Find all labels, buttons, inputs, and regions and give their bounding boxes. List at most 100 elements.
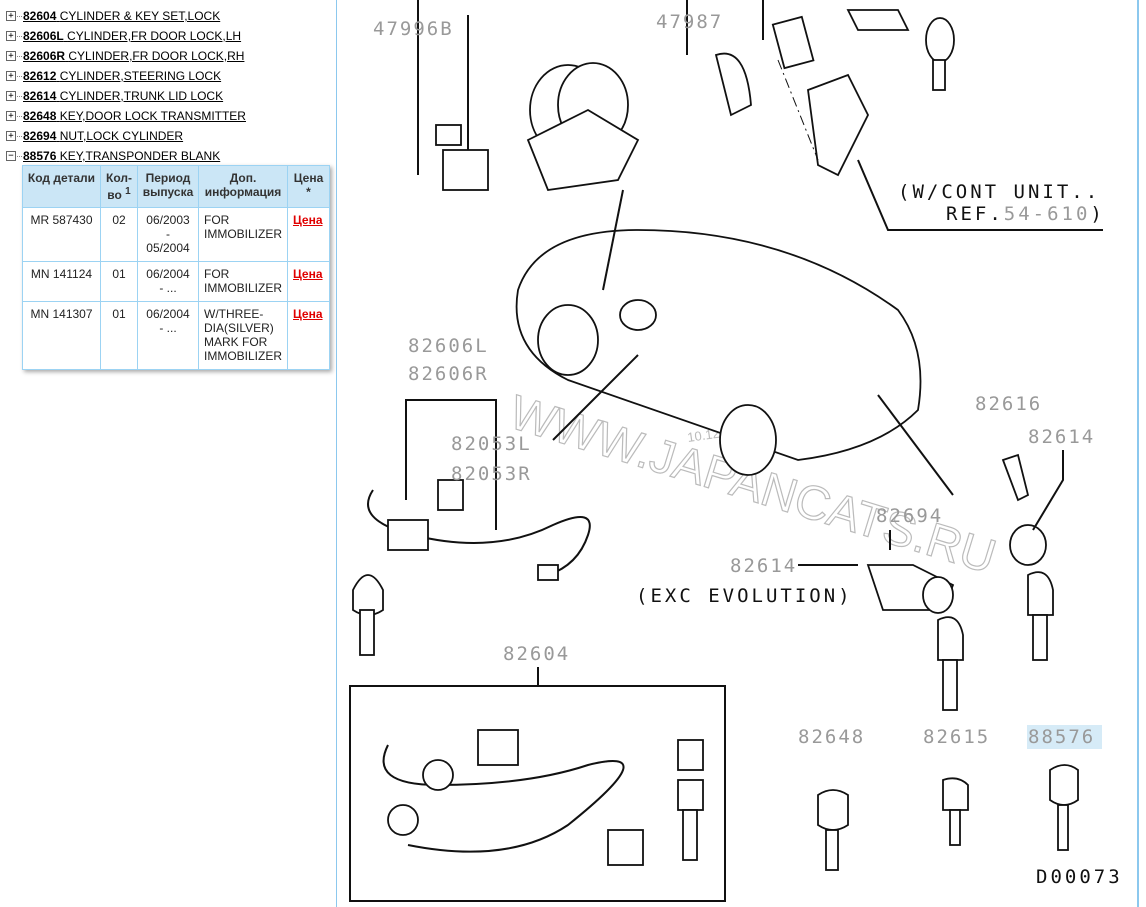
col-price: Цена* bbox=[287, 165, 330, 208]
part-name: CYLINDER,TRUNK LID LOCK bbox=[59, 89, 224, 103]
diagram-code: D00073 bbox=[1036, 866, 1123, 888]
label-82615[interactable]: 82615 bbox=[923, 726, 990, 748]
tree-connector bbox=[17, 55, 22, 57]
parts-panel: +82604 CYLINDER & KEY SET,LOCK+82606L CY… bbox=[0, 0, 337, 907]
label-88576[interactable]: 88576 bbox=[1028, 726, 1095, 748]
tree-connector bbox=[17, 35, 22, 37]
col-period: Период выпуска bbox=[137, 165, 199, 208]
tree-item-link[interactable]: 82604 CYLINDER & KEY SET,LOCK bbox=[23, 9, 220, 23]
table-row: MN 141124 01 06/2004- ... FOR IMMOBILIZE… bbox=[22, 261, 330, 302]
label-82648[interactable]: 82648 bbox=[798, 726, 865, 748]
tree-connector bbox=[17, 115, 22, 117]
label-ref-54-610[interactable]: 54-610 bbox=[1004, 203, 1091, 225]
price-link[interactable]: Цена bbox=[293, 267, 323, 281]
period-from: 06/2003 bbox=[146, 213, 190, 227]
part-code: 82604 bbox=[23, 9, 57, 23]
part-name: CYLINDER & KEY SET,LOCK bbox=[59, 9, 221, 23]
collapse-icon[interactable]: − bbox=[6, 151, 16, 161]
label-82694[interactable]: 82694 bbox=[876, 505, 943, 527]
cell-code: MN 141124 bbox=[22, 261, 101, 302]
tree-connector bbox=[17, 95, 22, 97]
highlight-88576 bbox=[1027, 725, 1102, 749]
part-name: CYLINDER,STEERING LOCK bbox=[59, 69, 222, 83]
expand-icon[interactable]: + bbox=[6, 71, 16, 81]
label-82616[interactable]: 82616 bbox=[975, 393, 1042, 415]
tree-item[interactable]: +82606L CYLINDER,FR DOOR LOCK,LH bbox=[6, 26, 246, 46]
table-header-row: Код детали Кол-во 1 Период выпуска Доп. … bbox=[22, 165, 330, 208]
label-82606R[interactable]: 82606R bbox=[408, 363, 489, 385]
parts-tree: +82604 CYLINDER & KEY SET,LOCK+82606L CY… bbox=[6, 6, 246, 166]
tree-item-link[interactable]: 82648 KEY,DOOR LOCK TRANSMITTER bbox=[23, 109, 246, 123]
col-qty: Кол-во 1 bbox=[100, 165, 138, 208]
expand-icon[interactable]: + bbox=[6, 131, 16, 141]
label-82614[interactable]: 82614 bbox=[730, 555, 797, 577]
tree-item-link[interactable]: 82606R CYLINDER,FR DOOR LOCK,RH bbox=[23, 49, 244, 63]
label-47987[interactable]: 47987 bbox=[656, 11, 723, 33]
part-code: 82694 bbox=[23, 129, 57, 143]
expand-icon[interactable]: + bbox=[6, 11, 16, 21]
cylinder-key-set bbox=[382, 729, 704, 866]
front-door-lock bbox=[352, 399, 591, 656]
note-exc-evolution: (EXC EVOLUTION) bbox=[636, 585, 853, 607]
table-row: MN 141307 01 06/2004- ... W/THREE-DIA(SI… bbox=[22, 301, 330, 370]
tree-item-link[interactable]: 82612 CYLINDER,STEERING LOCK bbox=[23, 69, 221, 83]
note-ref: REF.54-610) bbox=[946, 203, 1105, 225]
label-82606L[interactable]: 82606L bbox=[408, 335, 489, 357]
tree-connector bbox=[17, 155, 22, 157]
tree-item-link[interactable]: 88576 KEY,TRANSPONDER BLANK bbox=[23, 149, 220, 163]
tree-item[interactable]: +82648 KEY,DOOR LOCK TRANSMITTER bbox=[6, 106, 246, 126]
expand-icon[interactable]: + bbox=[6, 91, 16, 101]
label-82053L[interactable]: 82053L bbox=[451, 433, 532, 455]
tree-item[interactable]: +82694 NUT,LOCK CYLINDER bbox=[6, 126, 246, 146]
cell-code: MN 141307 bbox=[22, 301, 101, 370]
cell-qty: 02 bbox=[100, 207, 138, 262]
period-sep: - bbox=[166, 227, 170, 241]
label-47996B[interactable]: 47996B bbox=[373, 18, 454, 40]
label-82053R[interactable]: 82053R bbox=[451, 463, 532, 485]
keys bbox=[817, 764, 1079, 871]
period-from: 06/2004 bbox=[146, 267, 190, 281]
panel-border bbox=[1137, 0, 1139, 907]
cell-qty: 01 bbox=[100, 261, 138, 302]
cell-qty: 01 bbox=[100, 301, 138, 370]
expand-icon[interactable]: + bbox=[6, 31, 16, 41]
tree-connector bbox=[17, 15, 22, 17]
tree-item[interactable]: +82604 CYLINDER & KEY SET,LOCK bbox=[6, 6, 246, 26]
cell-price: Цена bbox=[287, 207, 330, 262]
period-from: 06/2004 bbox=[146, 307, 190, 321]
qty-footnote: 1 bbox=[125, 186, 131, 197]
tree-item-link[interactable]: 82694 NUT,LOCK CYLINDER bbox=[23, 129, 183, 143]
col-code: Код детали bbox=[22, 165, 101, 208]
part-name: CYLINDER,FR DOOR LOCK,RH bbox=[68, 49, 245, 63]
tree-item-link[interactable]: 82606L CYLINDER,FR DOOR LOCK,LH bbox=[23, 29, 241, 43]
expand-icon[interactable]: + bbox=[6, 51, 16, 61]
expand-icon[interactable]: + bbox=[6, 111, 16, 121]
part-code: 82606R bbox=[23, 49, 66, 63]
part-name: KEY,DOOR LOCK TRANSMITTER bbox=[59, 109, 246, 123]
cell-info: FOR IMMOBILIZER bbox=[198, 261, 288, 302]
cell-price: Цена bbox=[287, 261, 330, 302]
cell-period: 06/2003-05/2004 bbox=[137, 207, 199, 262]
tree-connector bbox=[17, 75, 22, 77]
tree-connector bbox=[17, 135, 22, 137]
tree-item[interactable]: −88576 KEY,TRANSPONDER BLANK bbox=[6, 146, 246, 166]
part-code: 82612 bbox=[23, 69, 57, 83]
price-link[interactable]: Цена bbox=[293, 307, 323, 321]
price-footnote: * bbox=[306, 185, 311, 199]
tree-item[interactable]: +82614 CYLINDER,TRUNK LID LOCK bbox=[6, 86, 246, 106]
period-sep: - ... bbox=[159, 321, 177, 335]
part-name: CYLINDER,FR DOOR LOCK,LH bbox=[67, 29, 242, 43]
car-illustration bbox=[515, 189, 954, 496]
col-info: Доп. информация bbox=[198, 165, 288, 208]
tree-item[interactable]: +82612 CYLINDER,STEERING LOCK bbox=[6, 66, 246, 86]
tree-item-link[interactable]: 82614 CYLINDER,TRUNK LID LOCK bbox=[23, 89, 223, 103]
price-link[interactable]: Цена bbox=[293, 213, 323, 227]
cell-info: W/THREE-DIA(SILVER) MARK FOR IMMOBILIZER bbox=[198, 301, 288, 370]
parts-diagram: WWW.JAPANCATS.RU 10.12.2014 47996B 47987… bbox=[349, 0, 1123, 902]
trunk-lock bbox=[798, 450, 1064, 711]
part-code: 82606L bbox=[23, 29, 64, 43]
label-82614-right[interactable]: 82614 bbox=[1028, 426, 1095, 448]
tree-item[interactable]: +82606R CYLINDER,FR DOOR LOCK,RH bbox=[6, 46, 246, 66]
steering-lock-assembly bbox=[417, 0, 1103, 231]
label-82604[interactable]: 82604 bbox=[503, 643, 570, 665]
